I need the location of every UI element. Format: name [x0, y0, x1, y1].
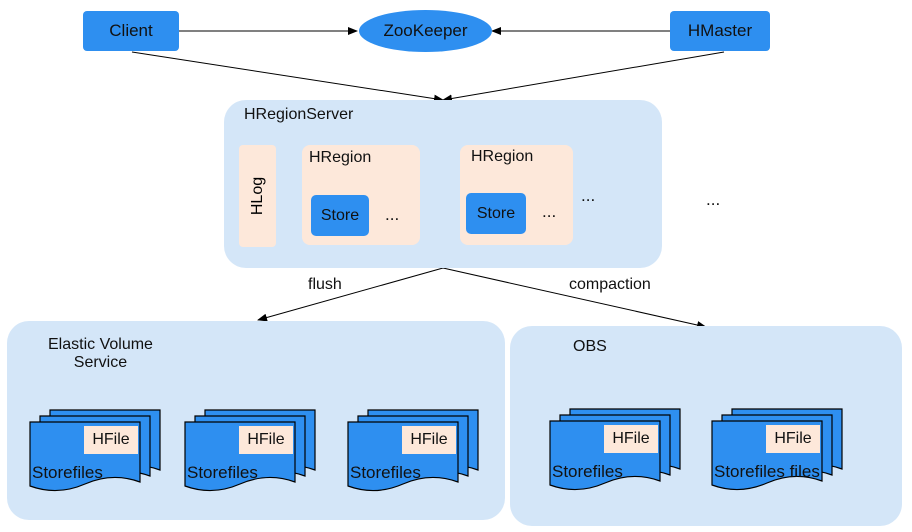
arrow-client-to-hregionserver	[131, 51, 444, 103]
evs-title-line1: Elastic Volume	[48, 336, 153, 353]
zookeeper-node: ZooKeeper	[359, 10, 492, 52]
hmaster-node: HMaster	[670, 11, 770, 51]
hlog-label: HLog	[248, 176, 266, 216]
hregionserver-panel	[224, 100, 662, 268]
obs-title: OBS	[573, 338, 607, 355]
store-more-2: ...	[542, 202, 557, 221]
hfile-box: HFile	[766, 425, 820, 453]
hfile-label: HFile	[247, 431, 285, 448]
arrow-flush	[257, 267, 444, 322]
hregion-label-1: HRegion	[309, 149, 372, 166]
hfile-box: HFile	[402, 426, 456, 454]
client-label: Client	[109, 21, 153, 40]
storefiles-label: Storefiles	[32, 463, 103, 482]
storefiles-pages	[711, 408, 843, 491]
hfile-label: HFile	[92, 431, 130, 448]
storefiles-label: Storefiles files	[714, 462, 820, 481]
store-label-1: Store	[320, 206, 360, 224]
store-label-2: Store	[476, 204, 516, 222]
more-servers: ...	[706, 190, 721, 209]
hfile-box: HFile	[84, 426, 138, 454]
hfile-label: HFile	[410, 431, 448, 448]
store-box-1: Store	[311, 195, 369, 236]
compaction-label: compaction	[569, 276, 651, 293]
store-more-1: ...	[385, 205, 400, 224]
client-node: Client	[83, 11, 179, 51]
storefiles-label: Storefiles	[350, 463, 421, 482]
evs-title-line2: Service	[73, 354, 128, 371]
store-box-2: Store	[466, 193, 526, 234]
storefiles-pages	[347, 409, 479, 492]
hfile-box: HFile	[239, 426, 293, 454]
flush-label: flush	[308, 276, 342, 293]
arrow-hmaster-to-hregionserver	[442, 51, 725, 103]
storefiles-label: Storefiles	[187, 463, 258, 482]
evs-title: Elastic Volume Service	[48, 336, 153, 372]
hfile-box: HFile	[604, 425, 658, 453]
hregionserver-title: HRegionServer	[244, 106, 354, 123]
zookeeper-label: ZooKeeper	[383, 21, 468, 40]
storefiles-pages	[549, 408, 681, 491]
hmaster-label: HMaster	[687, 21, 753, 40]
hlog-box: HLog	[239, 145, 276, 247]
storefiles-label: Storefiles	[552, 462, 623, 481]
arrow-compaction	[442, 267, 707, 329]
storefiles-pages	[29, 409, 161, 492]
hregion-label-2: HRegion	[471, 148, 534, 165]
hfile-label: HFile	[774, 430, 812, 447]
hfile-label: HFile	[612, 430, 650, 447]
more-regions: ...	[581, 186, 596, 205]
storefiles-pages	[184, 409, 316, 492]
